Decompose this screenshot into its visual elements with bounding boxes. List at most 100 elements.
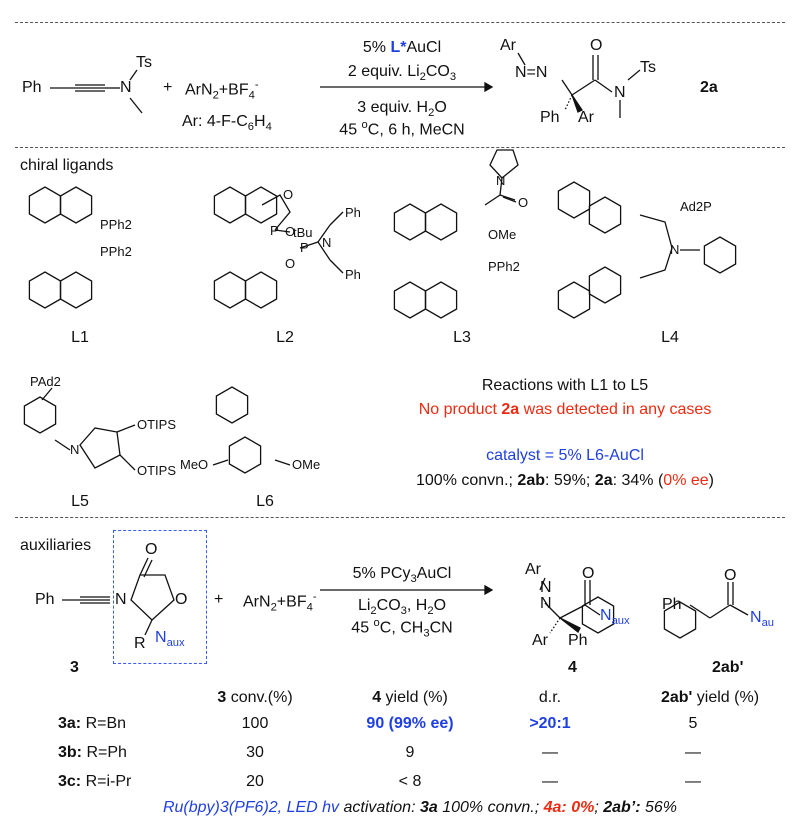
benzene-ring [28, 186, 62, 224]
benzene-ring [557, 181, 591, 219]
product-ar: Ar [500, 37, 516, 54]
benzene-ring [213, 271, 247, 309]
benzene-ring [215, 386, 249, 424]
product-nitrogen: N [614, 84, 626, 101]
group-label: N [322, 235, 332, 250]
divider [15, 22, 785, 23]
cell-dr: >20:1 [529, 715, 571, 732]
cell-conv: 20 [246, 773, 264, 790]
product-tosyl: Ts [640, 59, 656, 76]
nitrogen-label: N [115, 591, 127, 608]
benzene-ring [393, 281, 427, 319]
benzene-ring [424, 203, 458, 241]
product-oxygen: O [724, 567, 737, 584]
cell-conv: 100 [241, 715, 269, 732]
condition-base: Li2CO3, H2O [357, 597, 447, 618]
product-naux: Naux [600, 607, 630, 628]
group-label: P [270, 223, 279, 238]
ligand-label-L1: L1 [71, 329, 89, 346]
group-label: O [285, 256, 296, 271]
note-catalyst: catalyst = 5% L6-AuCl [486, 447, 644, 464]
group-label: O [285, 224, 296, 239]
benzene-ring [424, 281, 458, 319]
benzene-ring [588, 196, 622, 234]
product-n: N [540, 579, 552, 596]
product-azo: N=N [515, 64, 548, 81]
product-ar2: Ar [578, 109, 594, 126]
compound-label-2ab: 2ab' [712, 659, 744, 676]
benzene-ring [588, 266, 622, 304]
product-label-2a: 2a [700, 79, 718, 96]
condition-temp: 45 oC, CH3CN [351, 617, 453, 640]
ligand-label-L3: L3 [453, 329, 471, 346]
plus-sign: + [163, 79, 173, 96]
benzene-ring [59, 271, 93, 309]
group-label: OMe [292, 457, 321, 472]
group-label: Ad2P [680, 199, 712, 214]
benzene-ring [557, 281, 591, 319]
condition-temp: 45 oC, 6 h, MeCN [339, 119, 465, 139]
benzene-ring [213, 186, 247, 224]
benzene-ring [59, 186, 93, 224]
group-label: MeO [180, 457, 209, 472]
benzene-ring [393, 203, 427, 241]
group-label: Ph [345, 205, 361, 220]
product-oxygen: O [582, 565, 595, 582]
group-label: OTIPS [137, 463, 177, 478]
benzene-ring [581, 596, 615, 634]
benzene-ring [28, 271, 62, 309]
group-label: PAd2 [30, 374, 61, 389]
naux-label: Naux [155, 629, 185, 650]
cell-2ab-yield: — [685, 773, 701, 790]
product-ar2: Ar [532, 632, 548, 649]
plus-sign: + [214, 591, 224, 608]
benzene-ring [244, 271, 278, 309]
row-label: 3b: R=Ph [58, 744, 127, 761]
group-label: PPh2 [100, 244, 132, 259]
condition-water: 3 equiv. H2O [357, 99, 447, 120]
cell-yield: 9 [405, 744, 415, 761]
phenyl-label: Ph [22, 79, 42, 96]
ring-oxygen: O [175, 591, 188, 608]
group-label: N [70, 442, 80, 457]
product-naux-cut: Nau [750, 609, 775, 630]
note-reactions: Reactions with L1 to L5 [481, 377, 649, 394]
product-oxygen: O [590, 37, 603, 54]
phenyl-label: Ph [662, 596, 682, 613]
ligand-label-L2: L2 [276, 329, 294, 346]
product-phenyl: Ph [568, 632, 588, 649]
cell-conv: 30 [246, 744, 264, 761]
group-label: N [670, 242, 680, 257]
group-label: tBu [293, 225, 313, 240]
note-result: 100% convn.; 2ab: 59%; 2a: 34% (0% ee) [416, 472, 714, 489]
header-conv: 3 conv.(%) [217, 689, 293, 706]
row-label: 3c: R=i-Pr [58, 773, 132, 790]
footer-note: Ru(bpy)3(PF6)2, LED hv activation: 3a 10… [162, 799, 678, 816]
condition-catalyst: 5% L*AuCl [362, 39, 442, 56]
diazonium-reagent: ArN2+BF4- [185, 79, 259, 102]
cell-dr: — [542, 773, 558, 790]
group-label: OTIPS [137, 417, 177, 432]
r-group: R [134, 635, 146, 652]
group-label: O [283, 187, 294, 202]
cell-yield: < 8 [398, 773, 422, 790]
product-n: N [540, 595, 552, 612]
section-title-ligands: chiral ligands [20, 157, 114, 174]
row-label: 3a: R=Bn [58, 715, 127, 732]
nitrogen-label: N [120, 79, 132, 96]
aryl-definition: Ar: 4-F-C6H4 [182, 113, 272, 134]
benzene-ring [228, 436, 262, 474]
cell-dr: — [542, 744, 558, 761]
carbonyl-oxygen: O [145, 541, 158, 558]
divider [15, 147, 785, 148]
benzene-ring [244, 186, 278, 224]
group-label: O [518, 195, 529, 210]
cell-yield: 90 (99% ee) [366, 715, 454, 732]
cell-2ab-yield: 5 [688, 715, 698, 732]
group-label: PPh2 [100, 217, 132, 232]
ligand-label-L6: L6 [256, 493, 274, 510]
auxiliary-highlight-box [113, 530, 207, 664]
group-label: PPh2 [488, 259, 520, 274]
